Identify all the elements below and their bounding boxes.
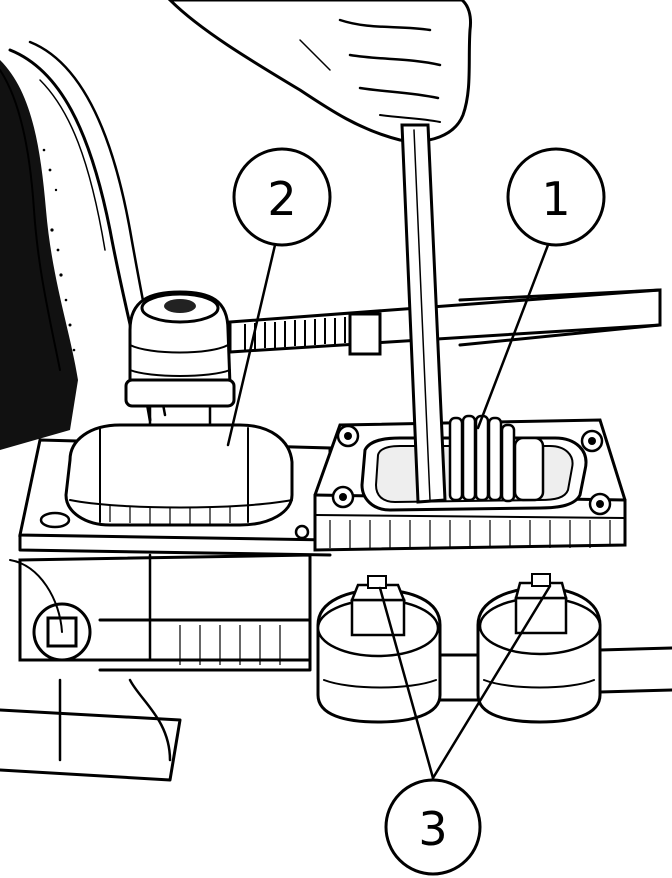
callout-2: 2 bbox=[232, 147, 332, 247]
callout-1-label: 1 bbox=[541, 172, 570, 226]
hand bbox=[167, 0, 472, 143]
screwdriver bbox=[400, 123, 447, 504]
spring-part-1 bbox=[448, 414, 545, 503]
mount-nut-left bbox=[316, 575, 442, 724]
leader-lines bbox=[226, 243, 552, 780]
lower-block bbox=[0, 553, 312, 782]
callout-3-label: 3 bbox=[418, 802, 447, 856]
ball-joint bbox=[124, 290, 236, 427]
callout-1: 1 bbox=[506, 147, 606, 247]
housing-bolts bbox=[331, 424, 612, 516]
left-shadow bbox=[0, 60, 78, 450]
mount-nut-right bbox=[476, 573, 602, 724]
threaded-rod bbox=[228, 288, 662, 356]
callout-2-label: 2 bbox=[267, 172, 296, 226]
cover-part-2 bbox=[64, 423, 294, 527]
callout-3: 3 bbox=[384, 778, 482, 876]
